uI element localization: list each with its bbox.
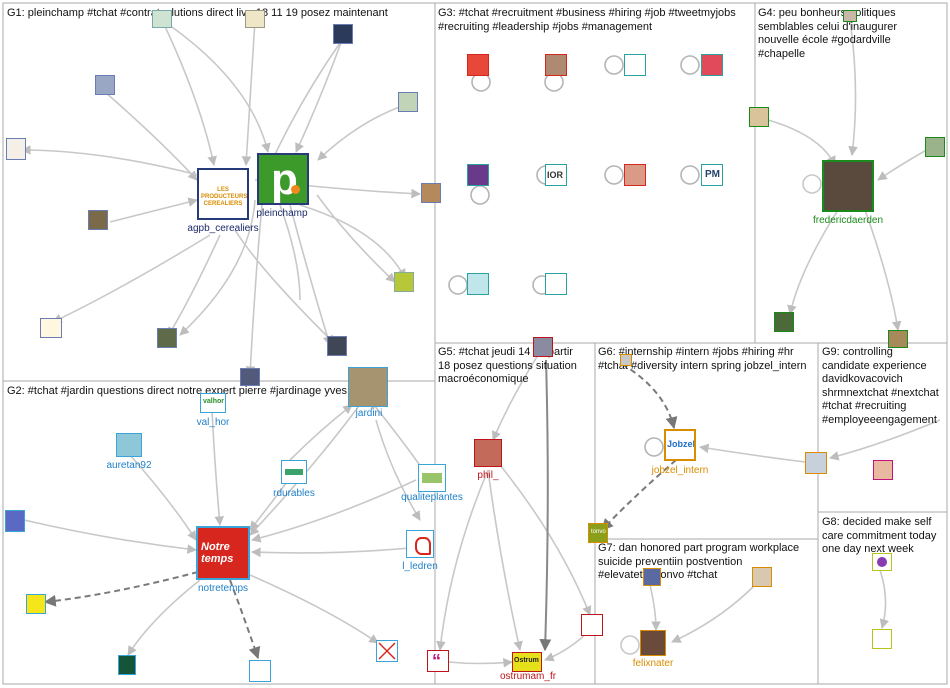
g2-dashed-edges [43,571,261,660]
node-jobzel-logo[interactable]: Jobzel [664,429,696,461]
node-phil-avatar[interactable] [474,439,502,467]
node-avatar[interactable] [624,54,646,76]
node-avatar[interactable] [843,10,857,22]
node-avatar[interactable] [749,107,769,127]
node-avatar[interactable] [40,318,62,338]
node-avatar[interactable] [95,75,115,95]
group-title-g2: G2: #tchat #jardin questions direct notr… [7,385,389,397]
g6-edges [601,363,941,531]
group-title-g4: G4: peu bonheurs politiques semblables c… [758,7,898,60]
node-avatar[interactable] [925,137,945,157]
node-val-hor-logo[interactable]: valhor [200,393,226,413]
node-avatar[interactable] [805,452,827,474]
node-avatar[interactable] [394,272,414,292]
g2-edges [23,394,431,656]
label-auretan92: auretan92 [106,460,152,471]
group-title-g8: G8: decided make self care commitment to… [822,516,937,555]
node-avatar[interactable] [888,330,908,348]
node-tonvo-logo[interactable]: tonvo [588,523,608,543]
g1-edges [21,19,421,376]
label-felixnater: felixnater [632,658,674,669]
node-notretemps-logo[interactable]: Notre temps [196,526,250,580]
node-avatar[interactable] [643,568,661,586]
g8-edges [879,569,889,629]
label-agpb-cerealiers: agpb_cerealiers [187,223,259,234]
node-felixnater-avatar[interactable] [640,630,666,656]
label-val-hor: val_hor [196,417,230,428]
node-avatar[interactable] [872,629,892,649]
g5-dark-edges [539,359,552,652]
group-title-g7: G7: dan honored part program workplace s… [598,542,800,581]
group-box-g9 [817,342,948,513]
node-avatar[interactable] [421,183,441,203]
label-l-ledren: l_ledren [402,561,438,572]
node-avatar[interactable] [774,312,794,332]
node-avatar[interactable] [467,54,489,76]
node-avatar[interactable] [152,10,172,28]
node-avatar[interactable] [624,164,646,186]
node-avatar[interactable] [5,510,25,532]
label-phil: phil_ [477,470,499,481]
node-fredericdaerden-avatar[interactable] [822,160,874,212]
node-avatar[interactable] [249,660,271,682]
label-notretemps: notretemps [197,583,249,594]
node-rdurables-logo[interactable] [281,460,307,484]
node-avatar[interactable] [6,138,26,160]
node-avatar[interactable] [333,24,353,44]
close-icon [378,642,396,660]
g5-edges [436,354,592,668]
node-avatar[interactable] [545,273,567,295]
node-avatar[interactable] [467,273,489,295]
node-agpb-cerealiers-logo[interactable]: LES PRODUCTEURS CEREALIERS [197,168,249,220]
label-jardini: jardini [355,408,383,419]
node-avatar[interactable] [245,10,265,28]
label-rdurables: rdurables [273,488,315,499]
label-ostrumam-fr: ostrumam_fr [499,671,557,682]
node-avatar[interactable] [701,54,723,76]
node-avatar[interactable] [88,210,108,230]
node-pleinchamp-logo[interactable]: p [257,153,309,205]
node-ior-logo[interactable]: IOR [545,164,567,186]
node-qualiteplantes-logo[interactable] [418,464,446,492]
group-title-g5: G5: #tchat jeudi 14 11 partir 18 posez q… [438,346,577,385]
node-avatar[interactable] [752,567,772,587]
node-l-ledren-avatar[interactable] [406,530,434,558]
label-qualiteplantes: qualiteplantes [401,492,463,503]
label-jobzel-intern: jobzel_intern [651,465,709,476]
label-pleinchamp: pleinchamp [256,208,308,219]
node-avatar[interactable] [467,164,489,186]
node-avatar[interactable] [533,337,553,357]
node-avatar[interactable] [873,460,893,480]
group-title-g6: G6: #internship #intern #jobs #hiring #h… [598,346,807,372]
node-avatar[interactable] [118,655,136,675]
node-avatar[interactable] [872,553,892,571]
pleinchamp-logo-dot [291,185,300,194]
node-avatar[interactable] [581,614,603,636]
node-avatar[interactable] [545,54,567,76]
node-avatar[interactable] [620,354,632,366]
node-avatar[interactable]: “ [427,650,449,672]
node-jardini-avatar[interactable] [348,367,388,407]
node-avatar[interactable] [26,594,46,614]
node-avatar[interactable] [376,640,398,662]
group-title-g1: G1: pleinchamp #tchat #contratsolutions … [7,7,388,19]
node-avatar[interactable] [240,368,260,386]
group-title-g9: G9: controlling candidate experience dav… [822,346,939,426]
group-title-g3: G3: #tchat #recruitment #business #hirin… [438,7,736,33]
node-pm-logo[interactable]: PM [701,164,723,186]
node-ostrumam-fr-logo[interactable]: Ostrum [512,652,542,672]
g7-edges [620,584,756,655]
node-avatar[interactable] [327,336,347,356]
node-auretan92-avatar[interactable] [116,433,142,457]
label-fredericdaerden: fredericdaerden [812,215,884,226]
node-avatar[interactable] [398,92,418,112]
agpb-logo-text: LES PRODUCTEURS CEREALIERS [201,187,248,207]
node-avatar[interactable] [157,328,177,348]
pleinchamp-logo-text: p [271,155,298,204]
notretemps-logo-text: Notre temps [201,541,234,565]
